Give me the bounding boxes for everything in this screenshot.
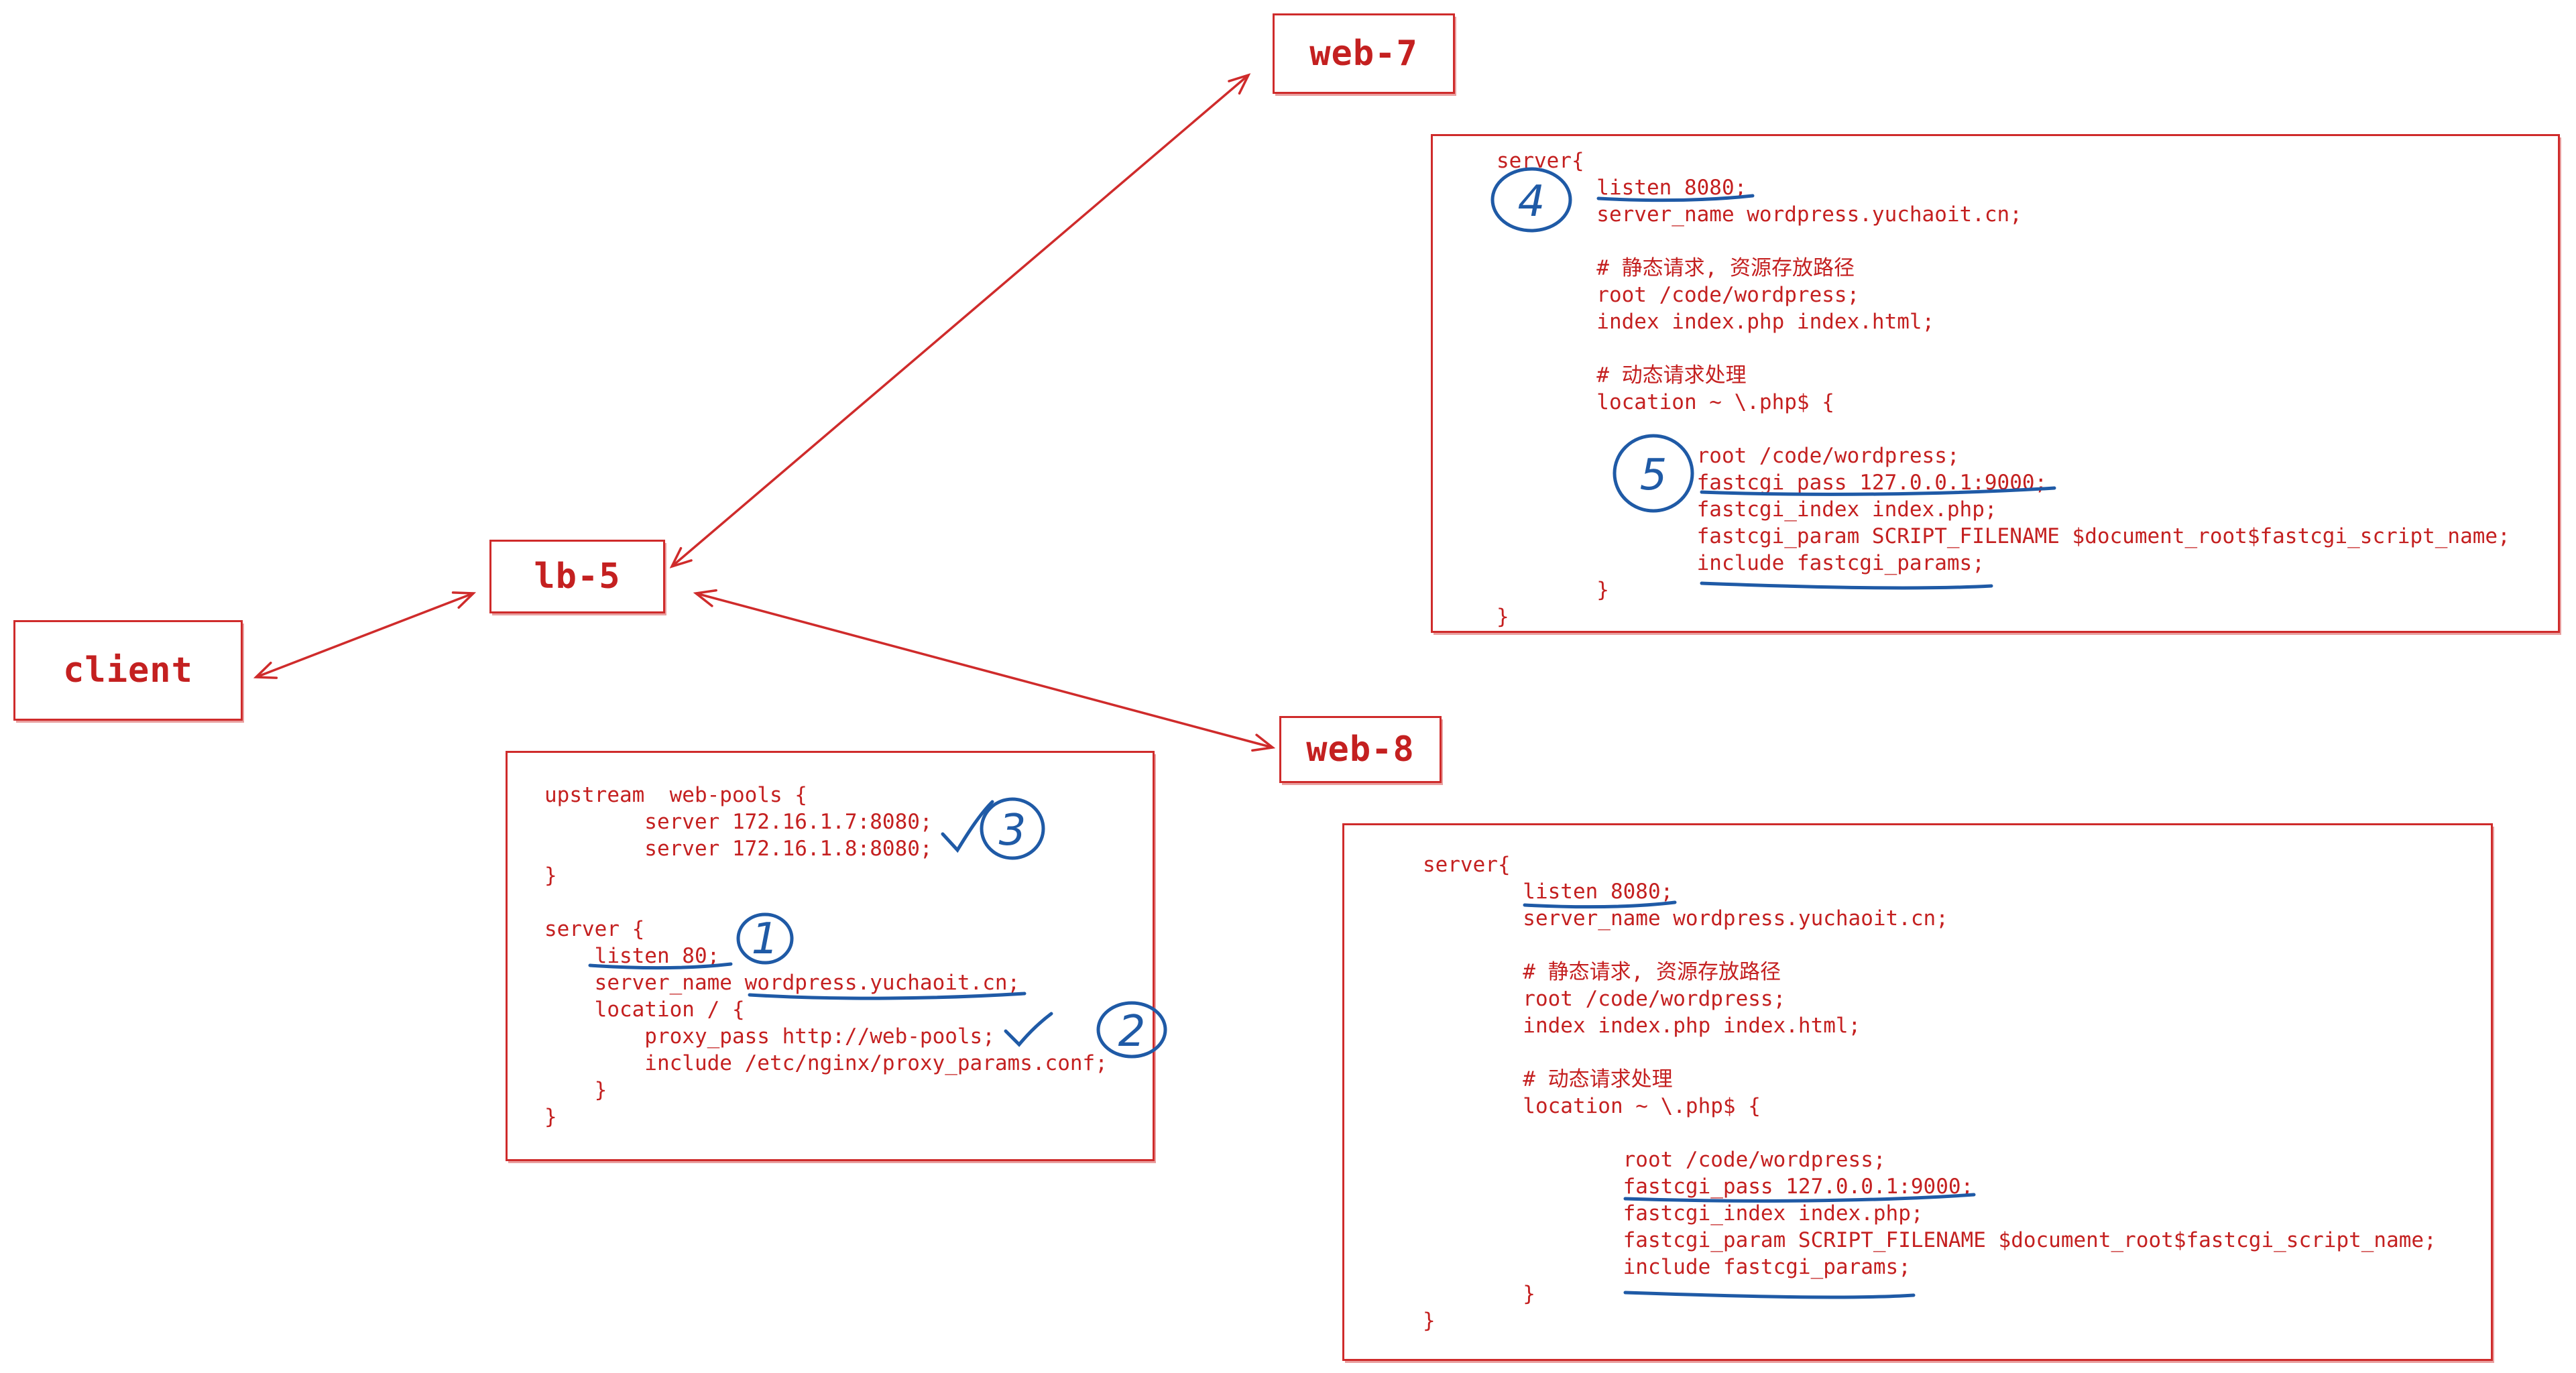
code-line: server {	[544, 917, 645, 941]
code-line: fastcgi_pass 127.0.0.1:9000;	[1497, 471, 2048, 495]
code-line: location ~ \.php$ {	[1497, 390, 1834, 414]
arrow-client-lb	[256, 593, 473, 677]
lb-config-code: upstream web-pools { server 172.16.1.7:8…	[544, 782, 1108, 1130]
code-line: }	[1423, 1309, 1436, 1333]
code-line: server{	[1497, 149, 1584, 173]
code-line	[1497, 228, 2510, 255]
code-line: }	[544, 1105, 557, 1129]
code-line: location / {	[544, 998, 745, 1022]
code-line	[1423, 932, 2437, 959]
code-line: root /code/wordpress;	[1497, 283, 1860, 307]
code-line: listen 8080;	[1423, 880, 1674, 904]
code-line: include fastcgi_params;	[1423, 1255, 1911, 1279]
code-line: location ~ \.php$ {	[1423, 1094, 1761, 1118]
code-line: fastcgi_index index.php;	[1497, 497, 1997, 522]
code-line: index index.php index.html;	[1497, 310, 1935, 334]
web7-label: web-7	[1309, 34, 1418, 74]
web7-node: web-7	[1273, 13, 1455, 94]
lb-label: lb-5	[534, 556, 621, 597]
code-line	[544, 889, 1108, 916]
code-line	[1497, 335, 2510, 362]
code-line: server_name wordpress.yuchaoit.cn;	[544, 971, 1020, 995]
code-line: fastcgi_param SCRIPT_FILENAME $document_…	[1497, 524, 2510, 548]
code-line: include /etc/nginx/proxy_params.conf;	[544, 1051, 1108, 1075]
code-line: fastcgi_index index.php;	[1423, 1201, 1924, 1226]
lb-config-panel	[506, 751, 1155, 1161]
client-node: client	[13, 620, 243, 721]
code-line: listen 80;	[544, 944, 720, 968]
code-line: proxy_pass http://web-pools;	[544, 1024, 995, 1049]
code-line: # 动态请求处理	[1497, 363, 1747, 387]
code-line	[1423, 1039, 2437, 1066]
code-line: server 172.16.1.8:8080;	[544, 837, 933, 861]
client-label: client	[63, 650, 193, 691]
arrow-lb-web8	[696, 593, 1273, 748]
code-line: upstream web-pools {	[544, 783, 807, 807]
code-line: server 172.16.1.7:8080;	[544, 810, 933, 834]
code-line: }	[1497, 605, 1509, 629]
web8-label: web-8	[1306, 729, 1415, 770]
code-line: }	[544, 863, 557, 888]
web8-node: web-8	[1279, 716, 1442, 783]
code-line: index index.php index.html;	[1423, 1014, 1861, 1038]
code-line: server{	[1423, 853, 1511, 877]
code-line: server_name wordpress.yuchaoit.cn;	[1497, 202, 2022, 227]
code-line: fastcgi_param SCRIPT_FILENAME $document_…	[1423, 1228, 2437, 1252]
code-line: root /code/wordpress;	[1497, 444, 1960, 468]
code-line: }	[1497, 578, 1609, 602]
code-line: }	[1423, 1282, 1535, 1306]
code-line	[1497, 416, 2510, 442]
web7-config-code: server{ listen 8080; server_name wordpre…	[1497, 147, 2510, 630]
lb-node: lb-5	[489, 540, 665, 613]
code-line: # 静态请求, 资源存放路径	[1497, 256, 1855, 280]
code-line: # 静态请求, 资源存放路径	[1423, 960, 1781, 984]
arrow-lb-web7	[672, 75, 1248, 566]
code-line: include fastcgi_params;	[1497, 551, 1985, 575]
web7-config-panel	[1431, 134, 2560, 633]
code-line: server_name wordpress.yuchaoit.cn;	[1423, 906, 1948, 931]
code-line: listen 8080;	[1497, 176, 1747, 200]
code-line: fastcgi_pass 127.0.0.1:9000;	[1423, 1175, 1974, 1199]
web8-config-panel	[1342, 823, 2493, 1361]
code-line: # 动态请求处理	[1423, 1067, 1673, 1091]
code-line: }	[544, 1078, 607, 1102]
web8-config-code: server{ listen 8080; server_name wordpre…	[1423, 851, 2437, 1334]
code-line: root /code/wordpress;	[1423, 1148, 1886, 1172]
code-line	[1423, 1120, 2437, 1146]
code-line: root /code/wordpress;	[1423, 987, 1786, 1011]
